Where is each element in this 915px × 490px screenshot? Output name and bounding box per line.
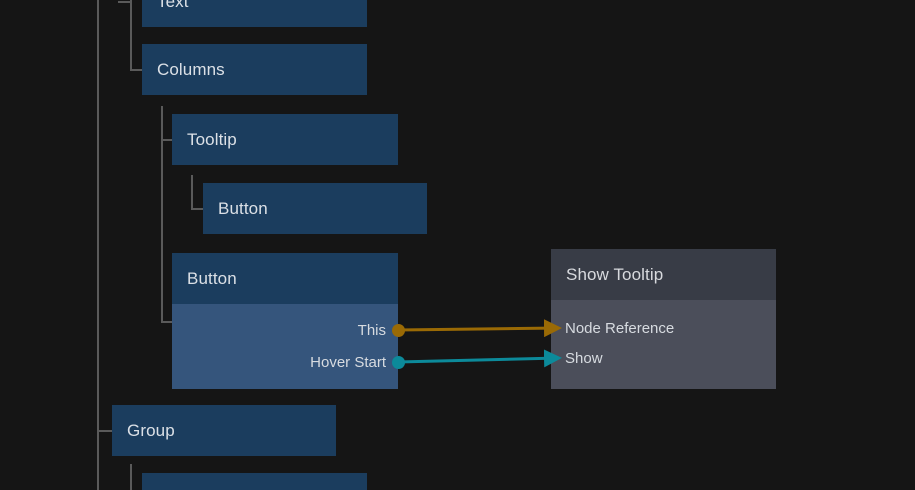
node-group-child-header xyxy=(142,473,367,490)
node-group-title: Group xyxy=(127,420,175,440)
guide-branch-group-kid xyxy=(130,464,132,490)
guide-elbow-button xyxy=(161,321,173,323)
guide-branch-columns xyxy=(130,0,132,71)
node-show-tooltip-title: Show Tooltip xyxy=(566,264,664,284)
node-columns-header: Columns xyxy=(142,44,367,95)
node-tooltip-header: Tooltip xyxy=(172,114,398,165)
node-tooltip-button-header: Button xyxy=(203,183,427,234)
node-button-body: This Hover Start xyxy=(172,304,405,389)
node-group-child[interactable] xyxy=(142,473,367,490)
node-show-tooltip[interactable]: Show Tooltip Node Reference Show xyxy=(551,249,776,389)
node-button-header: Button xyxy=(172,253,398,304)
node-text-title: Text xyxy=(157,0,189,11)
output-port-dot[interactable] xyxy=(391,355,405,369)
guide-tick-group xyxy=(97,430,113,432)
guide-branch-tooltip-kid xyxy=(191,175,193,210)
node-columns[interactable]: Columns xyxy=(142,44,367,95)
guide-tick-text xyxy=(118,1,131,3)
node-tooltip[interactable]: Tooltip xyxy=(172,114,398,165)
node-button[interactable]: Button This Hover Start xyxy=(172,253,405,389)
guide-spine-main xyxy=(97,0,99,490)
guide-elbow-columns xyxy=(130,69,143,71)
output-port-dot[interactable] xyxy=(391,323,405,337)
node-button-title: Button xyxy=(187,268,237,288)
node-text[interactable]: Text xyxy=(142,0,367,27)
output-port-this[interactable]: This xyxy=(358,320,386,340)
output-port-hover-start[interactable]: Hover Start xyxy=(310,352,386,372)
node-show-tooltip-body: Node Reference Show xyxy=(551,300,776,389)
node-show-tooltip-header: Show Tooltip xyxy=(551,249,776,300)
wire-hover-start-to-show[interactable] xyxy=(397,349,562,368)
node-group-header: Group xyxy=(112,405,336,456)
guide-branch-children xyxy=(161,106,163,322)
node-columns-title: Columns xyxy=(157,59,225,79)
input-port-show-label: Show xyxy=(565,349,603,367)
guide-tick-tooltip xyxy=(161,139,173,141)
input-port-node-reference-label: Node Reference xyxy=(565,319,675,337)
output-port-this-label: This xyxy=(357,321,386,339)
node-group[interactable]: Group xyxy=(112,405,336,456)
input-port-show[interactable]: Show xyxy=(565,348,603,368)
input-port-node-reference[interactable]: Node Reference xyxy=(565,318,674,338)
node-tooltip-title: Tooltip xyxy=(187,129,237,149)
node-tooltip-button-title: Button xyxy=(218,198,268,218)
output-port-hover-start-label: Hover Start xyxy=(310,353,386,371)
node-text-header: Text xyxy=(142,0,367,27)
wire-this-to-node-reference[interactable] xyxy=(397,319,562,338)
node-tooltip-button[interactable]: Button xyxy=(203,183,427,234)
guide-elbow-tooltip-kid xyxy=(191,208,204,210)
